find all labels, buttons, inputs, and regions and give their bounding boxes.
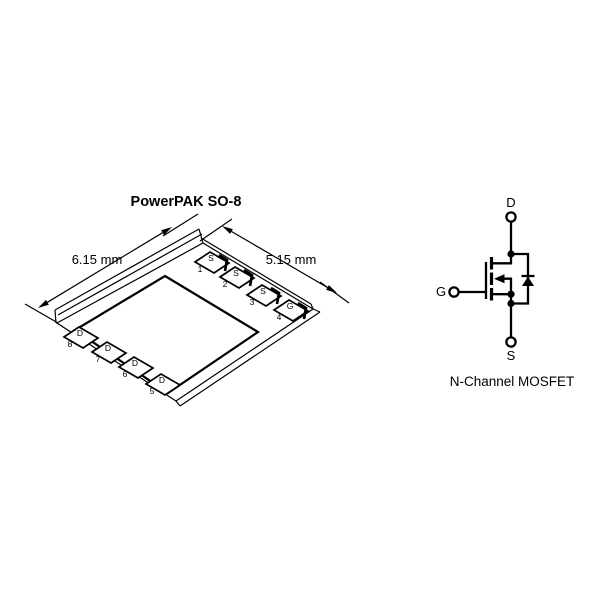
pin-number: 2: [223, 279, 228, 289]
package-lip-outer: [54, 228, 200, 311]
pin-label: S: [260, 286, 266, 296]
pin-label: D: [105, 343, 111, 353]
body-arrow: [494, 274, 505, 284]
drain-terminal-circle: [505, 211, 517, 223]
bottom-pins: D 8 D 7 D 6 D 5: [62, 325, 182, 397]
pin-number: 8: [68, 339, 73, 349]
gate-terminal-circle: [448, 286, 460, 298]
pin-4: G 4: [272, 298, 310, 323]
pin-pad: [218, 265, 256, 290]
pin-pad: [245, 283, 283, 308]
drain-contact-lead: [493, 254, 513, 265]
pin-number: 1: [198, 264, 203, 274]
pin-8: D 8: [62, 325, 100, 350]
drain-label: D: [506, 195, 515, 210]
pin-6: D 6: [117, 355, 155, 380]
pin-label: D: [132, 358, 138, 368]
pin-pad: [144, 372, 182, 397]
dim-arrowhead: [161, 227, 172, 236]
package-base-cap: [175, 400, 181, 407]
pin-number: 5: [150, 386, 155, 396]
dimension-width: 6.15 mm: [24, 213, 199, 324]
package-edge-step-cap: [310, 303, 314, 310]
package-lip-endcap: [198, 228, 204, 244]
dim-arrowhead: [38, 299, 49, 308]
dim-extension-line: [24, 303, 59, 324]
pin-lead-hook: [297, 301, 308, 320]
dim-arrowhead: [222, 226, 233, 234]
top-pins: S 1 S 2 S 3 G 4: [193, 250, 310, 323]
pin-label: D: [77, 328, 83, 338]
body-lead: [503, 277, 513, 295]
pin-pad: [117, 355, 155, 380]
schematic-caption: N-Channel MOSFET: [450, 374, 575, 389]
pin-lead-hook: [270, 286, 281, 305]
pin-lead-hook: [218, 253, 229, 272]
pin-label: S: [233, 268, 239, 278]
package-edge-step: [200, 237, 312, 305]
dim-line-width: [47, 232, 163, 303]
dim-width-label: 6.15 mm: [72, 252, 123, 267]
dimension-depth: 5.15 mm: [199, 218, 350, 304]
gate-label: G: [436, 284, 446, 299]
dim-line-depth: [231, 230, 328, 289]
pin-3: S 3: [245, 283, 283, 308]
package-lip-inner: [57, 233, 203, 316]
mosfet-schematic: D G S N-Channel MOSFET: [436, 195, 574, 389]
package-title: PowerPAK SO-8: [131, 194, 242, 210]
package-lip-endcap: [54, 309, 57, 324]
pin-pad: [62, 325, 100, 350]
pin-pad: [272, 298, 310, 323]
pin-number: 7: [96, 354, 101, 364]
dim-arrowhead: [326, 285, 337, 293]
package-plateau: [72, 274, 261, 395]
package-base-cap: [312, 308, 321, 313]
pin-5: D 5: [144, 372, 182, 397]
source-terminal-circle: [505, 336, 517, 348]
pin-label: D: [159, 375, 165, 385]
package-drawing: PowerPAK SO-8 6.15 mm 5.15 mm: [24, 194, 350, 407]
dim-extension-line: [162, 213, 199, 237]
source-label: S: [507, 348, 516, 363]
pin-label: S: [208, 253, 214, 263]
pin-pad: [90, 340, 128, 365]
pin-2: S 2: [218, 265, 256, 290]
package-base-edge: [179, 311, 321, 407]
pin-7: D 7: [90, 340, 128, 365]
dim-extension-line: [319, 281, 350, 304]
pin-pad: [193, 250, 231, 275]
pin-lead-hook: [243, 268, 254, 287]
pin-label: G: [287, 301, 294, 311]
diode-triangle: [522, 276, 534, 286]
dim-depth-label: 5.15 mm: [266, 252, 317, 267]
dim-extension-line: [199, 218, 233, 242]
pin-1: S 1: [193, 250, 231, 275]
pin-number: 4: [277, 312, 282, 322]
pin-number: 6: [123, 369, 128, 379]
pin-number: 3: [250, 297, 255, 307]
